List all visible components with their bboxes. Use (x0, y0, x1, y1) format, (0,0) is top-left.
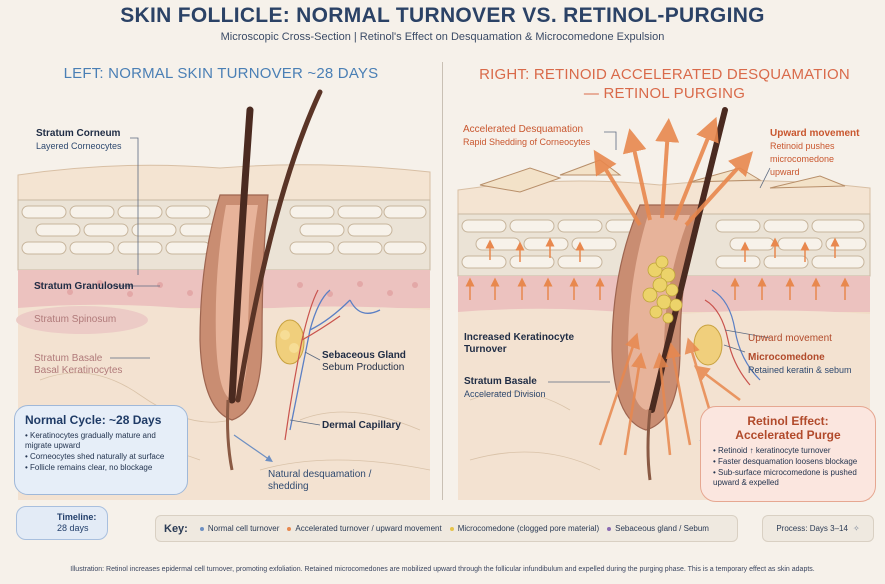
natural-desq-line1: Natural desquamation / (268, 469, 372, 480)
retinol-effect-title: Retinol Effect: Accelerated Purge (713, 414, 863, 442)
timeline-value: 28 days (57, 523, 89, 533)
retinol-effect-title1: Retinol Effect: (747, 414, 829, 428)
normal-cycle-box: Normal Cycle: ~28 Days • Keratinocytes g… (14, 405, 188, 495)
kerat-line2: Turnover (464, 344, 507, 355)
key-dot-microcomedone (449, 526, 454, 531)
process-badge: Process: Days 3–14 ✧ (762, 515, 874, 542)
stratum-basale-title: Stratum Basale (34, 353, 103, 364)
retinol-effect-item: • Faster desquamation loosens blockage (713, 457, 858, 466)
stratum-basale-sub: Basal Keratinocytes (34, 365, 123, 376)
natural-desq-line2: shedding (268, 481, 309, 492)
key-dot-accelerated (287, 526, 292, 531)
key-label: Accelerated turnover / upward movement (295, 524, 442, 533)
kerat-line1: Increased Keratinocyte (464, 332, 575, 343)
sparkle-icon: ✧ (852, 524, 860, 533)
normal-cycle-item: • Follicle remains clear, no blockage (25, 463, 153, 472)
label-sebaceous-gland: Sebaceous Gland Sebum Production (322, 350, 406, 374)
upward-top-title: Upward movement (770, 128, 860, 139)
left-skin-block (16, 89, 431, 500)
key-label: Sebaceous gland / Sebum (615, 524, 709, 533)
label-increased-keratinocyte: Increased Keratinocyte Turnover (464, 332, 574, 356)
page-subtitle: Microscopic Cross-Section | Retinol's Ef… (220, 31, 665, 43)
normal-cycle-title: Normal Cycle: ~28 Days (25, 413, 162, 427)
key-item-microcomedone: Microcomedone (clogged pore material) (449, 524, 600, 533)
label-stratum-granulosum: Stratum Granulosum (34, 281, 133, 293)
key-dot-sebaceous (607, 526, 612, 531)
label-dermal-capillary: Dermal Capillary (322, 420, 401, 432)
timeline-badge: Timeline: 28 days (16, 506, 108, 540)
label-stratum-basale: Stratum Basale Basal Keratinocytes (34, 353, 122, 377)
left-panel-title: LEFT: NORMAL SKIN TURNOVER ~28 DAYS (63, 65, 379, 82)
timeline-text: Timeline: 28 days (57, 512, 96, 534)
normal-cycle-list: • Keratinocytes gradually mature and mig… (25, 431, 177, 473)
process-text: Process: Days 3–14 (776, 524, 848, 533)
microcomedone-title: Microcomedone (748, 352, 825, 363)
right-panel-title: RIGHT: RETINOID ACCELERATED DESQUAMATION… (444, 65, 885, 103)
right-basale-sub: Accelerated Division (464, 389, 546, 399)
timeline-label: Timeline: (57, 512, 97, 522)
right-title-line2: — RETINOL PURGING (583, 85, 746, 102)
key-item-normal: Normal cell turnover (199, 524, 280, 533)
key-title: Key: (164, 522, 188, 535)
label-natural-desquamation: Natural desquamation / shedding (268, 469, 371, 493)
legend-key: Key: Normal cell turnover Accelerated tu… (155, 515, 738, 542)
accel-desq-title: Accelerated Desquamation (463, 124, 584, 135)
panel-divider (442, 62, 443, 500)
page-title: SKIN FOLLICLE: NORMAL TURNOVER VS. RETIN… (120, 4, 765, 27)
microcomedone-sub: Retained keratin & sebum (748, 365, 852, 375)
retinol-effect-title2: Accelerated Purge (735, 428, 841, 442)
stratum-corneum-sub: Layered Corneocytes (36, 141, 122, 151)
right-skin-block (457, 107, 871, 500)
normal-cycle-item: • Keratinocytes gradually mature and mig… (25, 431, 156, 450)
label-upward-movement-mid: Upward movement (748, 333, 832, 344)
retinol-effect-box: Retinol Effect: Accelerated Purge • Reti… (700, 406, 876, 502)
key-label: Normal cell turnover (207, 524, 280, 533)
label-stratum-spinosum: Stratum Spinosum (34, 314, 117, 325)
label-right-stratum-basale: Stratum Basale Accelerated Division (464, 376, 546, 401)
dermal-capillary-title: Dermal Capillary (322, 420, 401, 431)
key-item-accelerated: Accelerated turnover / upward movement (287, 524, 442, 533)
sebaceous-gland-title: Sebaceous Gland (322, 350, 406, 361)
stratum-corneum-title: Stratum Corneum (36, 128, 121, 139)
label-stratum-corneum: Stratum Corneum Layered Corneocytes (36, 128, 122, 153)
stratum-granulosum-title: Stratum Granulosum (34, 281, 134, 292)
sebaceous-gland-sub: Sebum Production (322, 362, 405, 373)
retinol-effect-item: • Retinoid ↑ keratinocyte turnover (713, 446, 831, 455)
key-label: Microcomedone (clogged pore material) (457, 524, 600, 533)
upward-top-sub1: Retinoid pushes (770, 141, 835, 151)
label-upward-movement-top: Upward movement Retinoid pushes microcom… (770, 128, 859, 179)
right-title-line1: RIGHT: RETINOID ACCELERATED DESQUAMATION (479, 66, 850, 83)
accel-desq-sub: Rapid Shedding of Corneocytes (463, 137, 591, 147)
key-item-sebaceous: Sebaceous gland / Sebum (607, 524, 709, 533)
key-dot-normal (199, 526, 204, 531)
right-basale-title: Stratum Basale (464, 376, 537, 387)
retinol-effect-list: • Retinoid ↑ keratinocyte turnover • Fas… (713, 446, 863, 488)
upward-top-sub2: microcomedone (770, 154, 835, 164)
footer-caption: Illustration: Retinol increases epiderma… (70, 566, 815, 573)
retinol-effect-item: • Sub-surface microcomedone is pushed up… (713, 468, 857, 487)
normal-cycle-item: • Corneocytes shed naturally at surface (25, 452, 165, 461)
label-microcomedone: Microcomedone Retained keratin & sebum (748, 352, 852, 377)
upward-top-sub3: upward (770, 167, 800, 177)
label-accelerated-desquamation: Accelerated Desquamation Rapid Shedding … (463, 124, 590, 149)
